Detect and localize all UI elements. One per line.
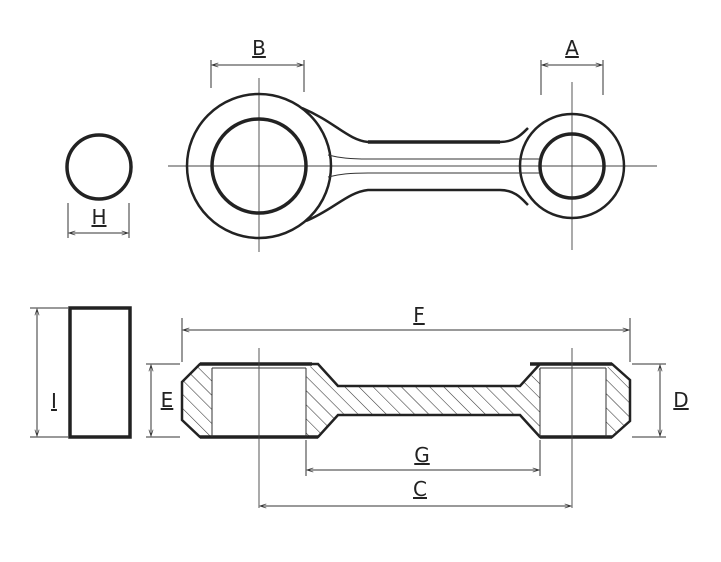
label-i: I (51, 389, 57, 413)
label-c: C (413, 477, 427, 501)
label-e: E (161, 388, 174, 412)
dimension-g: G (305, 440, 541, 476)
piston-pin-side-view (68, 306, 132, 439)
label-b: B (252, 36, 266, 60)
label-f: F (413, 303, 425, 327)
dimension-h: H (67, 203, 130, 238)
dimension-e: E (146, 363, 180, 438)
dimension-b: B (210, 36, 305, 92)
dimension-a: A (540, 36, 604, 95)
connecting-rod-top-view (168, 78, 657, 252)
dimension-i: I (30, 307, 68, 438)
label-a: A (565, 36, 579, 60)
dimension-d: D (632, 363, 689, 438)
label-g: G (414, 443, 430, 467)
dimension-c: C (260, 477, 571, 506)
piston-pin-top-view (65, 133, 133, 201)
label-h: H (91, 205, 106, 229)
connecting-rod-section-view (180, 348, 632, 508)
label-d: D (673, 388, 688, 412)
dimension-f: F (181, 303, 631, 362)
